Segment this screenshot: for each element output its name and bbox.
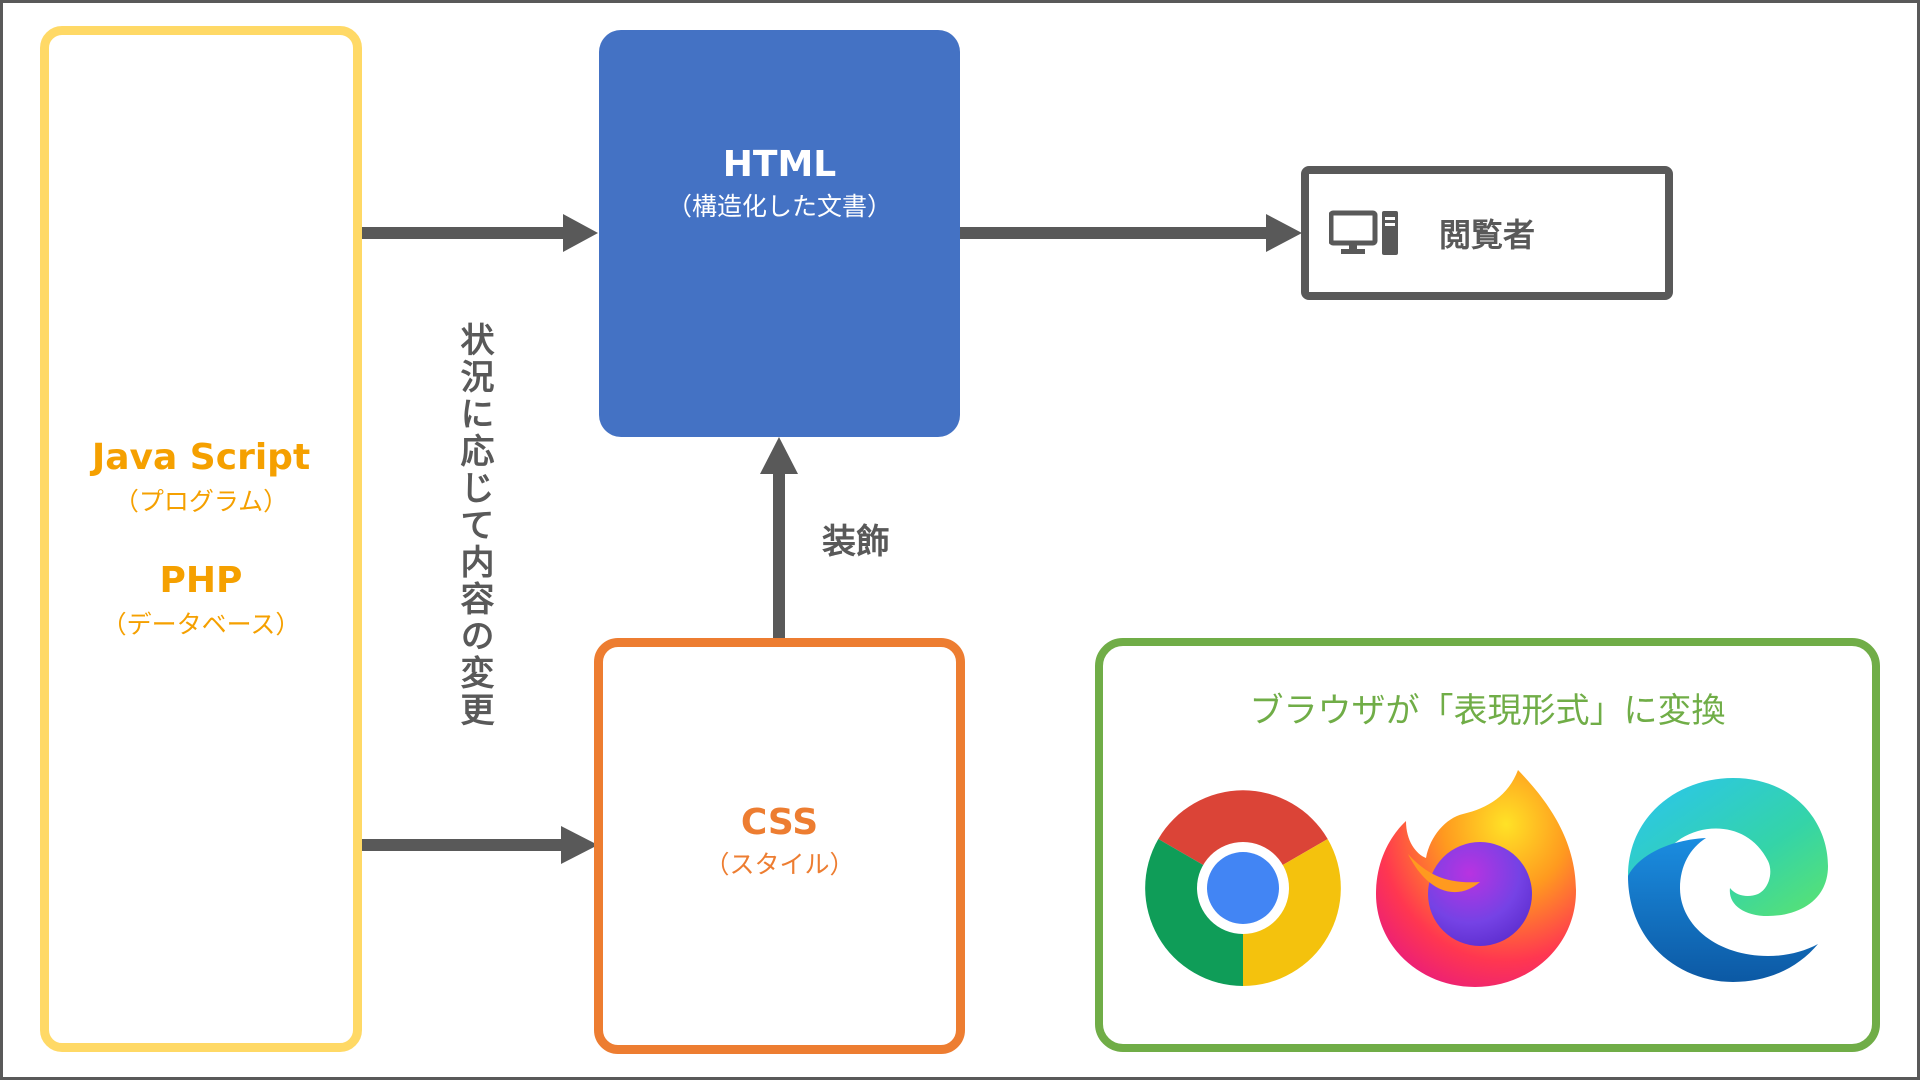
- html-box: HTML （構造化した文書）: [599, 30, 960, 437]
- edge-logo-icon: [1628, 778, 1828, 982]
- php-title: PHP: [159, 560, 243, 601]
- html-title: HTML: [722, 144, 837, 185]
- arrow-js-to-css: [357, 826, 598, 864]
- css-box: CSS （スタイル）: [594, 638, 965, 1054]
- javascript-subtitle: （プログラム）: [113, 487, 289, 516]
- viewer-box: 閲覧者: [1301, 166, 1673, 300]
- arrow-js-to-html: [357, 214, 598, 252]
- browser-title: ブラウザが「表現形式」に変換: [1249, 691, 1726, 731]
- css-subtitle: （スタイル）: [704, 849, 855, 879]
- decoration-label: 装飾: [822, 522, 890, 562]
- javascript-php-box: Java Script （プログラム） PHP （データベース）: [40, 26, 362, 1052]
- chrome-logo-icon: [1145, 790, 1341, 986]
- dynamic-change-label: 状況に応じて内容の変更: [454, 322, 494, 729]
- viewer-label: 閲覧者: [1439, 216, 1536, 254]
- css-title: CSS: [740, 801, 819, 843]
- firefox-logo-icon: [1376, 770, 1576, 987]
- browser-box: ブラウザが「表現形式」に変換: [1095, 638, 1880, 1052]
- html-subtitle: （構造化した文書）: [666, 192, 892, 221]
- php-subtitle: （データベース）: [101, 610, 301, 639]
- arrow-css-to-html: [760, 437, 798, 640]
- arrow-html-to-viewer: [960, 214, 1302, 252]
- javascript-title: Java Script: [91, 437, 311, 478]
- desktop-computer-icon: [1329, 210, 1398, 255]
